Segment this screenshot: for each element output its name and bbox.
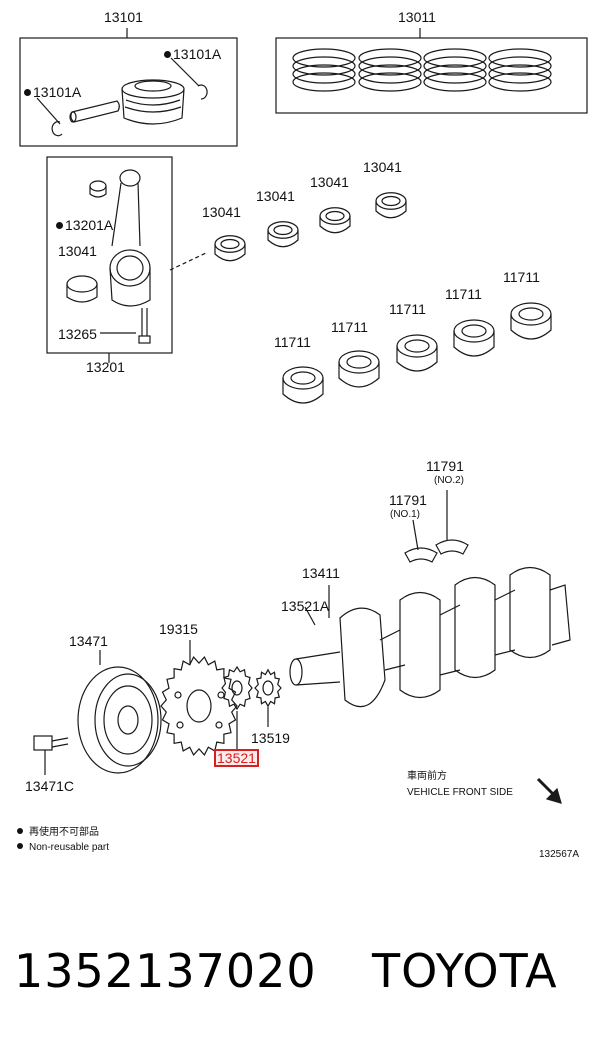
bearing-shell-icon (453, 319, 495, 357)
label-crank-sprocket-highlighted[interactable]: 13521 (214, 749, 259, 767)
bearing-shell-icon (396, 334, 438, 372)
diagram-id: 132567A (539, 849, 580, 860)
label-conrod-bearing-1[interactable]: 13041 (202, 204, 241, 220)
piston-ring-icon (292, 56, 356, 76)
piston-ring-box (275, 28, 588, 114)
piston-ring-icon (423, 72, 487, 92)
footer-part-number: 1352137020 (14, 944, 317, 998)
legend-cn: 再使用不可部品 (17, 828, 99, 838)
bearing-shell-icon (282, 366, 324, 404)
label-thrust-washer-no2-sub: (NO.2) (434, 475, 464, 486)
non-reusable-dot-icon (164, 51, 171, 58)
piston-ring-icon (358, 64, 422, 84)
label-crank-key[interactable]: 13521A (281, 598, 330, 614)
non-reusable-dot-icon (24, 89, 31, 96)
piston-ring-icon (488, 48, 552, 68)
label-crank-pulley[interactable]: 13471 (69, 633, 108, 649)
legend-en: Non-reusable part (17, 843, 109, 853)
crank-sprocket (221, 665, 253, 752)
bearing-shell-icon (214, 235, 246, 262)
piston-ring-icon (423, 48, 487, 68)
crank-sprocket-2 (254, 668, 282, 727)
label-pulley-bolt[interactable]: 13471C (25, 778, 75, 794)
legend-dot-icon (17, 828, 23, 834)
label-ring-set[interactable]: 13011 (398, 9, 436, 25)
piston-ring-icon (488, 72, 552, 92)
orientation-cn: 車両前方 (407, 771, 447, 782)
label-main-bearing-2[interactable]: 11711 (331, 319, 368, 335)
piston-ring-icon (358, 72, 422, 92)
piston-ring-icon (488, 56, 552, 76)
label-main-bearing-3[interactable]: 11711 (389, 301, 426, 317)
piston-ring-icon (292, 48, 356, 68)
conrod-bearings (214, 192, 407, 262)
orientation-en: VEHICLE FRONT SIDE (407, 787, 513, 798)
bearing-shell-icon (338, 350, 380, 388)
label-piston-clip-right[interactable]: 13101A (164, 47, 221, 61)
piston-box (19, 28, 238, 147)
timing-sprocket (160, 640, 238, 756)
non-reusable-dot-icon (56, 222, 63, 229)
footer-brand: TOYOTA (372, 944, 558, 998)
piston-ring-icon (292, 64, 356, 84)
label-main-bearing-5[interactable]: 11711 (503, 269, 540, 285)
piston-ring-icon (423, 64, 487, 84)
label-piston-clip-left[interactable]: 13101A (24, 85, 81, 99)
label-crank-sprocket-2[interactable]: 13519 (251, 730, 290, 746)
label-crankshaft[interactable]: 13411 (302, 565, 340, 581)
label-main-bearing-4[interactable]: 11711 (445, 286, 482, 302)
label-conrod-assy[interactable]: 13201 (86, 359, 125, 375)
bearing-shell-icon (510, 302, 552, 340)
bearing-shell-icon (319, 207, 351, 234)
label-thrust-washer-no1-sub: (NO.1) (390, 509, 420, 520)
bearing-shell-icon (267, 221, 299, 248)
piston-ring-icon (423, 56, 487, 76)
label-conrod-bolt-nut[interactable]: 13201A (56, 218, 113, 232)
label-thrust-washer-no2[interactable]: 11791 (426, 458, 464, 474)
crank-pulley (33, 650, 162, 775)
label-conrod-bearing-in-box[interactable]: 13041 (58, 243, 97, 259)
label-piston-set[interactable]: 13101 (104, 9, 143, 25)
label-conrod-bearing-4[interactable]: 13041 (363, 159, 402, 175)
label-conrod-bearing-3[interactable]: 13041 (310, 174, 349, 190)
label-thrust-washer-no1[interactable]: 11791 (389, 492, 427, 508)
conrod-box (46, 156, 173, 363)
bearing-shell-icon (375, 192, 407, 219)
label-timing-sprocket[interactable]: 19315 (159, 621, 198, 637)
crankshaft (289, 566, 571, 708)
legend-dot-icon (17, 843, 23, 849)
thrust-washers (404, 490, 469, 563)
piston-ring-icon (488, 64, 552, 84)
label-conrod-bearing-2[interactable]: 13041 (256, 188, 295, 204)
label-conrod-bolt[interactable]: 13265 (58, 326, 97, 342)
piston-ring-icon (358, 56, 422, 76)
vehicle-front-arrow (536, 777, 562, 804)
piston-ring-icon (292, 72, 356, 92)
label-main-bearing-1[interactable]: 11711 (274, 334, 311, 350)
piston-ring-icon (358, 48, 422, 68)
main-bearings (282, 302, 552, 404)
